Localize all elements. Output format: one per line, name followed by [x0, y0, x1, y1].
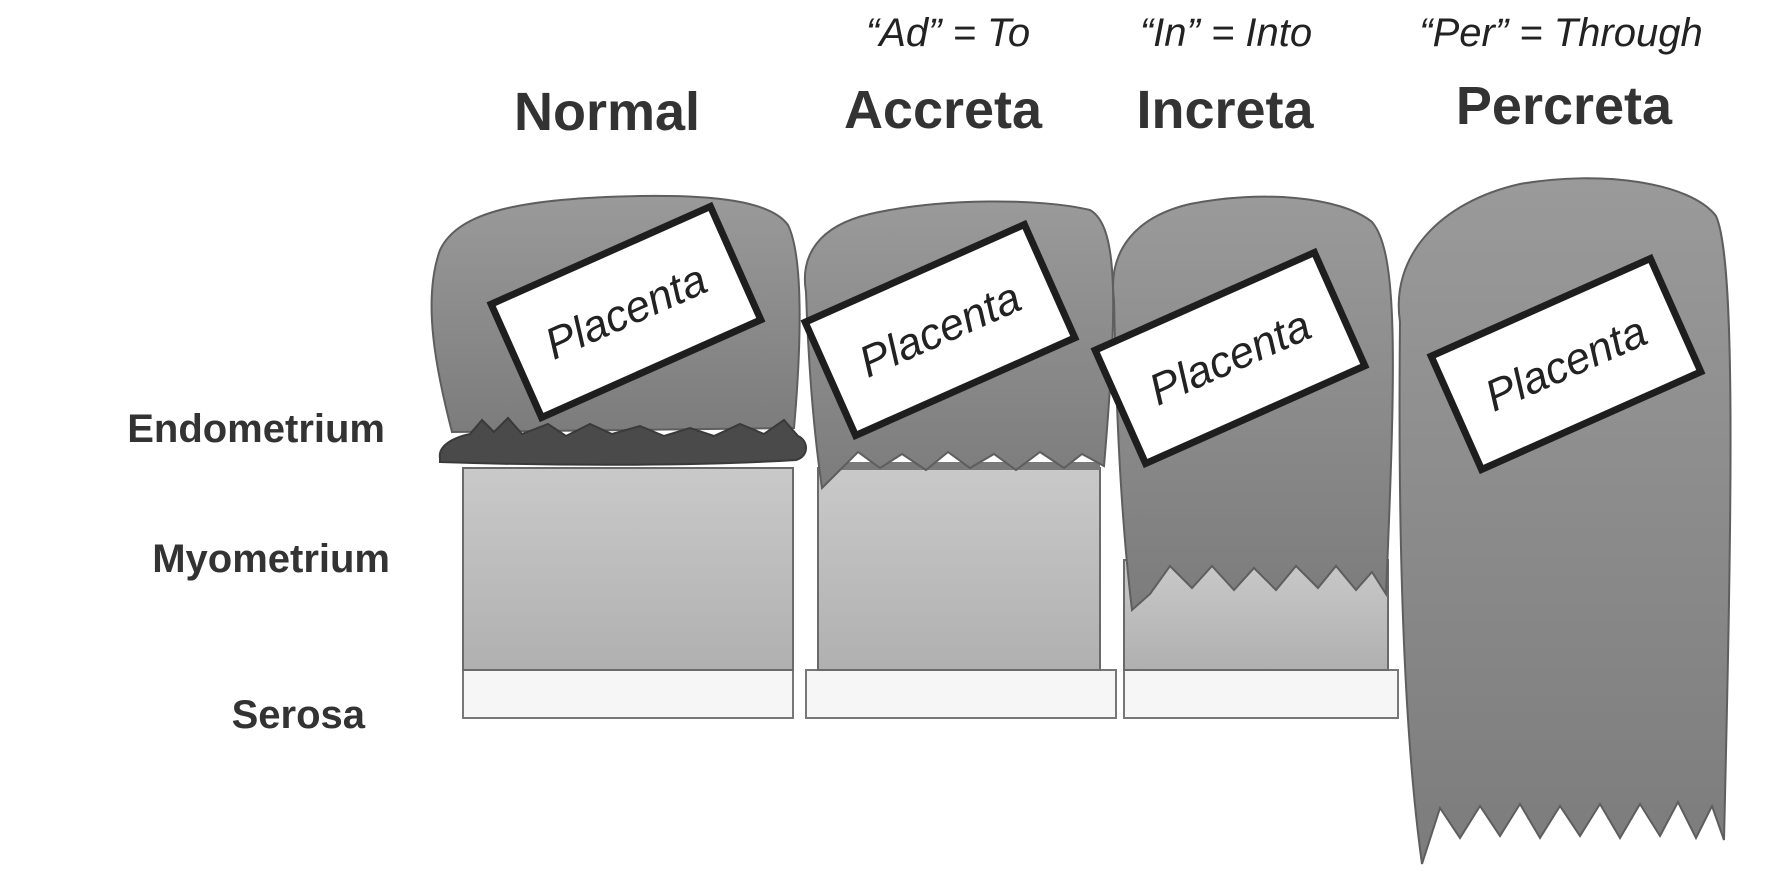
etymology-increta: “In” = Into	[1140, 11, 1312, 55]
endometrium-accreta	[818, 462, 1100, 470]
title-accreta: Accreta	[844, 80, 1043, 140]
placenta-label-box-percreta: Placenta	[1426, 253, 1706, 475]
title-normal: Normal	[514, 82, 700, 142]
myometrium-accreta	[817, 467, 1101, 671]
etymology-percreta: “Per” = Through	[1419, 11, 1702, 55]
titles: “Ad” = To “In” = Into “Per” = Through No…	[514, 11, 1703, 142]
title-percreta: Percreta	[1456, 76, 1673, 136]
layer-labels: Endometrium Myometrium Serosa	[127, 407, 390, 737]
label-serosa: Serosa	[232, 693, 366, 737]
column-accreta: Placenta	[800, 200, 1117, 719]
placenta-label-box-normal: Placenta	[486, 201, 766, 423]
serosa-accreta	[805, 669, 1117, 719]
placenta-label-box-accreta: Placenta	[800, 219, 1080, 441]
title-increta: Increta	[1136, 80, 1314, 140]
label-myometrium: Myometrium	[152, 537, 390, 581]
serosa-normal	[462, 669, 794, 719]
myometrium-normal	[462, 467, 794, 671]
column-percreta: Placenta	[1397, 177, 1732, 865]
column-increta: Placenta	[1090, 195, 1399, 719]
placenta-label-box-increta: Placenta	[1090, 247, 1370, 469]
etymology-accreta: “Ad” = To	[866, 11, 1030, 55]
column-normal: Placenta	[430, 194, 807, 719]
placenta-percreta	[1397, 177, 1732, 865]
endometrium-normal	[438, 416, 807, 466]
myometrium-increta	[1123, 559, 1389, 671]
label-endometrium: Endometrium	[127, 407, 385, 451]
serosa-increta	[1123, 669, 1399, 719]
